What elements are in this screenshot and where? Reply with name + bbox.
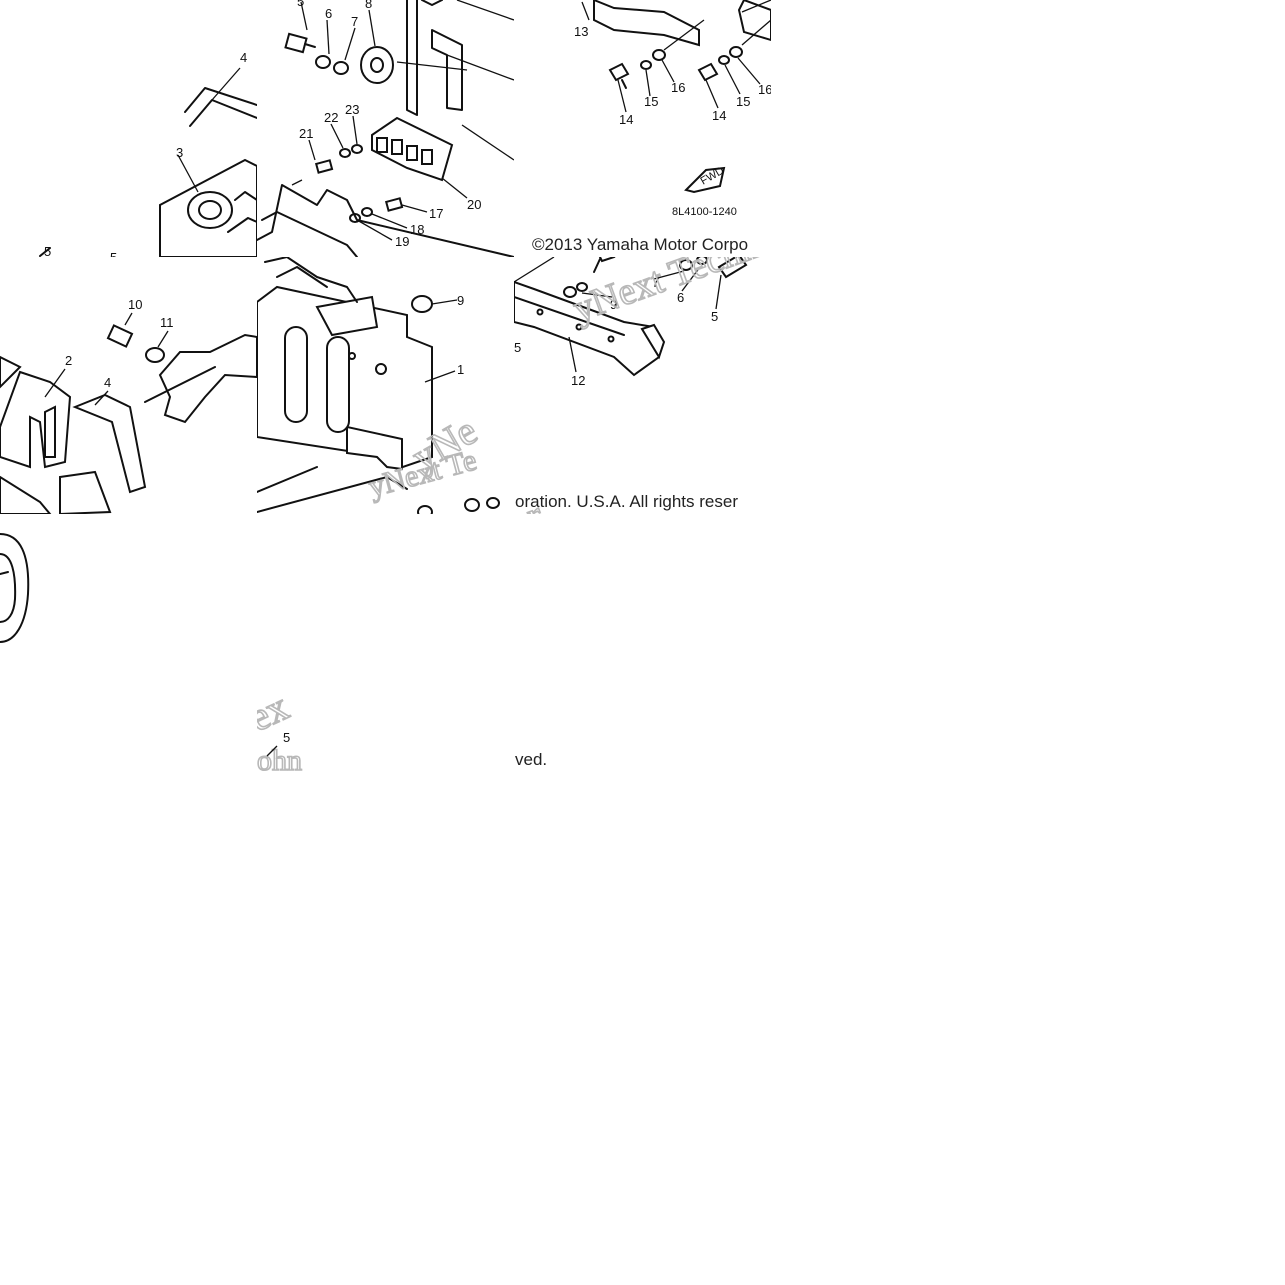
- diagram-tile-lower-center: ex ohn 5: [257, 514, 514, 771]
- svg-text:7: 7: [652, 275, 659, 290]
- callout-number: 4: [240, 50, 247, 65]
- diagram-tile-mid-center: 9 1 yNext Te yNe: [257, 257, 514, 514]
- svg-text:20: 20: [467, 197, 481, 212]
- diagram-tile-top-center: 5 6 7 8 21 22 23 20 17 18 19: [257, 0, 514, 257]
- svg-text:12: 12: [571, 373, 585, 388]
- diagram-tile-top-left: 4 3 5 5: [0, 0, 257, 257]
- diagram-tile-mid-right: 9 12 7 6 5 5 yNext Techn or: [514, 257, 771, 514]
- svg-text:5: 5: [297, 0, 304, 9]
- callout-number: 5: [110, 250, 117, 257]
- svg-text:16: 16: [671, 80, 685, 95]
- svg-text:7: 7: [351, 14, 358, 29]
- diagram-tile-top-right: FWD 13 14 15 16 14 15 16 8L4100-1240: [514, 0, 771, 257]
- svg-text:8L4100-1240: 8L4100-1240: [672, 206, 737, 218]
- svg-text:15: 15: [736, 94, 750, 109]
- svg-text:21: 21: [299, 126, 313, 141]
- copyright-text-line-2: oration. U.S.A. All rights reser: [515, 492, 738, 511]
- svg-text:16: 16: [758, 82, 771, 97]
- svg-text:23: 23: [345, 102, 359, 117]
- svg-text:6: 6: [677, 290, 684, 305]
- svg-text:13: 13: [574, 24, 588, 39]
- callout-number: 3: [176, 145, 183, 160]
- svg-text:4: 4: [104, 375, 111, 390]
- svg-text:15: 15: [644, 94, 658, 109]
- svg-text:19: 19: [395, 234, 409, 249]
- svg-text:5: 5: [283, 730, 290, 745]
- svg-text:2: 2: [65, 353, 72, 368]
- svg-text:11: 11: [160, 315, 174, 330]
- svg-text:1: 1: [457, 362, 464, 377]
- svg-text:5: 5: [514, 340, 521, 355]
- copyright-text-line-1: ©2013 Yamaha Motor Corpo: [532, 235, 749, 254]
- svg-text:18: 18: [410, 222, 424, 237]
- svg-text:10: 10: [128, 297, 142, 312]
- svg-text:6: 6: [325, 6, 332, 21]
- svg-text:5: 5: [711, 309, 718, 324]
- svg-text:9: 9: [457, 293, 464, 308]
- copyright-text-line-3: ved.: [515, 750, 548, 769]
- diagram-tile-lower-right: [514, 514, 771, 771]
- svg-text:ohn: ohn: [257, 744, 302, 771]
- svg-text:8: 8: [365, 0, 372, 11]
- svg-text:9: 9: [610, 297, 617, 312]
- svg-text:17: 17: [429, 206, 443, 221]
- callout-number: 5: [44, 244, 51, 257]
- svg-text:22: 22: [324, 110, 338, 125]
- diagram-tile-mid-left: 10 11 2 4: [0, 257, 257, 514]
- svg-text:14: 14: [712, 108, 726, 123]
- diagram-tile-lower-left: [0, 514, 257, 771]
- svg-text:14: 14: [619, 112, 633, 127]
- svg-text:yNext Techn: yNext Techn: [568, 257, 765, 330]
